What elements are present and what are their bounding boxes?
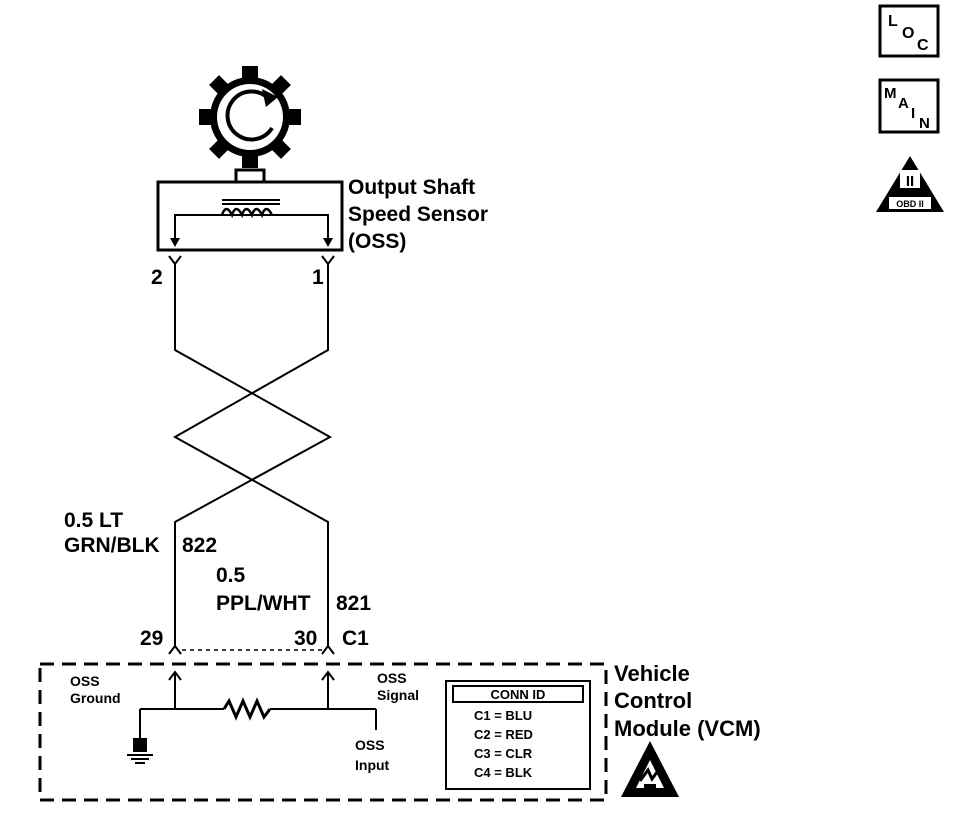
obd-numeral: II	[906, 173, 914, 190]
loc-icon[interactable]: L O C	[878, 4, 940, 58]
connector-pin-left: 29	[140, 627, 163, 650]
oss-ground-label-line1: OSS	[70, 673, 100, 689]
vcm-name-line2: Control	[614, 688, 692, 713]
connector-pin-right: 30	[294, 627, 317, 650]
rotor-gear-icon	[199, 66, 301, 168]
conn-id-title: CONN ID	[491, 687, 546, 702]
conn-id-row-4: C4 = BLK	[474, 765, 533, 780]
twisted-pair-wires	[172, 264, 333, 646]
sensor-name-line3: (OSS)	[348, 230, 406, 253]
obd-ii-icon[interactable]: II OBD II	[876, 156, 944, 212]
resistor-icon	[222, 697, 272, 721]
oss-signal-label-line2: Signal	[377, 687, 419, 703]
oss-sensor-body	[156, 168, 344, 252]
coil-icon	[220, 199, 280, 219]
main-icon[interactable]: M A I N	[878, 78, 940, 134]
ground-icon	[127, 738, 153, 764]
sensor-name-line2: Speed Sensor	[348, 203, 488, 226]
wire-right-circuit: 821	[336, 592, 371, 615]
conn-id-table: CONN ID C1 = BLU C2 = RED C3 = CLR C4 = …	[445, 680, 591, 790]
wire-left-color: GRN/BLK	[64, 534, 160, 557]
oss-signal-label-line1: OSS	[377, 670, 407, 686]
loc-letter-l: L	[888, 13, 898, 30]
sensor-pin-right: 1	[312, 266, 324, 289]
wire-left-circuit: 822	[182, 534, 217, 557]
wire-left-size: 0.5 LT	[64, 509, 123, 532]
sensor-connector	[168, 255, 335, 266]
vcm-internal-circuit	[139, 670, 377, 740]
obd-label: OBD II	[896, 199, 924, 209]
vcm-name-line3: Module (VCM)	[614, 716, 761, 741]
main-letter-n: N	[919, 115, 930, 132]
main-letter-m: M	[884, 85, 897, 102]
main-letter-a: A	[898, 95, 909, 112]
conn-id-row-3: C3 = CLR	[474, 746, 533, 761]
vcm-name-line1: Vehicle	[614, 661, 690, 686]
sensor-pin-left: 2	[151, 266, 163, 289]
connector-id: C1	[342, 627, 369, 650]
wire-right-color: PPL/WHT	[216, 592, 311, 615]
oss-input-label-line1: OSS	[355, 737, 385, 753]
oss-ground-label-line2: Ground	[70, 690, 121, 706]
conn-id-row-1: C1 = BLU	[474, 708, 532, 723]
sensor-name-line1: Output Shaft	[348, 176, 475, 199]
wire-right-size: 0.5	[216, 564, 246, 587]
conn-id-row-2: C2 = RED	[474, 727, 533, 742]
loc-letter-c: C	[917, 37, 929, 54]
esd-warning-icon	[621, 741, 679, 797]
main-letter-i: I	[911, 105, 915, 122]
oss-input-label-line2: Input	[355, 757, 390, 773]
loc-letter-o: O	[902, 25, 914, 42]
module-connector-c1	[168, 644, 335, 655]
